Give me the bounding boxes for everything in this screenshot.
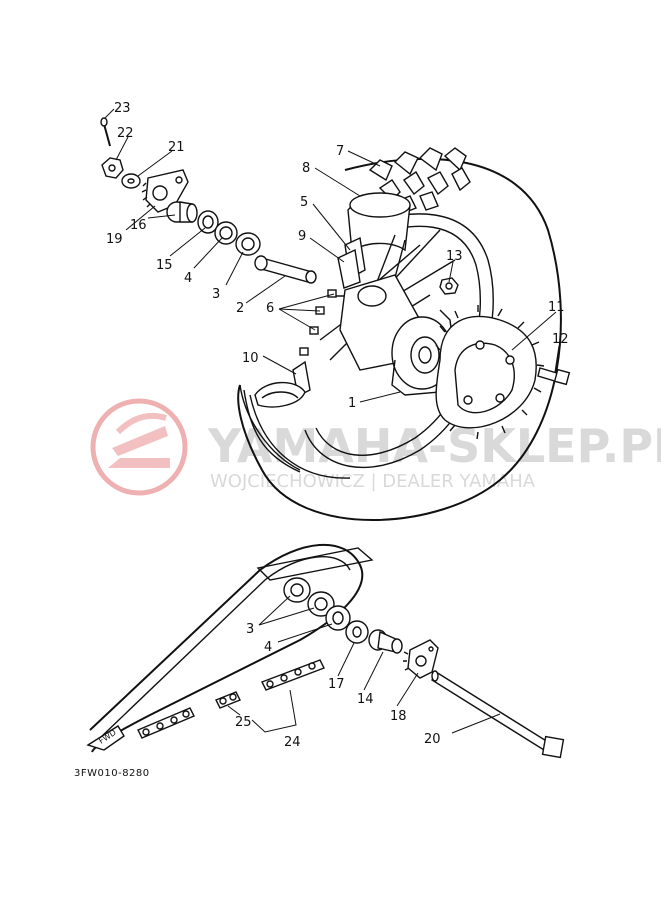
callout-25: 25: [235, 715, 252, 730]
tube: [337, 236, 366, 289]
watermark-subtitle: WOJCIECHOWICZ | DEALER YAMAHA: [210, 471, 536, 492]
watermark: YAMAHA-SKLEP.PL WOJCIECHOWICZ | DEALER Y…: [90, 398, 661, 496]
callout-10: 10: [242, 351, 259, 366]
watermark-logo-icon: [90, 398, 188, 496]
callout-13: 13: [446, 249, 463, 264]
bearing-3-lower: [283, 577, 335, 617]
callout-22: 22: [117, 126, 134, 141]
rim-lock: [254, 360, 311, 408]
spacer-2: [254, 255, 317, 284]
callout-1: 1: [348, 396, 356, 411]
callout-18: 18: [390, 709, 407, 724]
circlip-4: [214, 221, 238, 245]
drive-chain-links: [137, 659, 325, 739]
callout-20: 20: [424, 732, 441, 747]
callout-6: 6: [266, 301, 274, 316]
callout-labels: 23 22 21 19 16 15 4 3 2 6 7 8 5 9 10 1 1…: [106, 101, 569, 750]
oil-seal-15: [197, 210, 219, 234]
callout-16: 16: [130, 218, 147, 233]
hub: [339, 274, 456, 396]
callout-4-lower: 4: [264, 640, 272, 655]
master-link-25: [215, 691, 241, 709]
callout-12: 12: [552, 332, 569, 347]
circlip-4-lower: [325, 605, 351, 631]
callout-15: 15: [156, 258, 173, 273]
sprocket-bolt: [537, 367, 571, 386]
chain-outline: [89, 544, 374, 753]
rear-sprocket: [435, 305, 545, 440]
callout-5: 5: [300, 195, 308, 210]
callout-9: 9: [298, 229, 306, 244]
callout-21: 21: [168, 140, 185, 155]
diagram-code: 3FW010-8280: [74, 768, 150, 779]
spoke-nipples: [299, 289, 337, 356]
bearing-3: [235, 232, 261, 256]
callout-7: 7: [336, 144, 344, 159]
collar-16: [166, 201, 198, 223]
callout-3-lower: 3: [246, 622, 254, 637]
leader-lines: [104, 108, 560, 734]
callout-24: 24: [284, 735, 301, 750]
callout-4-upper: 4: [184, 271, 192, 286]
watermark-brand: YAMAHA-SKLEP.PL: [207, 419, 661, 473]
fwd-arrow-icon: FWD: [86, 725, 125, 751]
rim-tape: [347, 192, 411, 254]
axle-20: [431, 670, 565, 759]
callout-14: 14: [357, 692, 374, 707]
callout-19: 19: [106, 232, 123, 247]
chain-puller-right-18: [403, 639, 439, 679]
collar-14: [368, 629, 403, 654]
tire-tread: [368, 147, 471, 213]
callout-8: 8: [302, 161, 310, 176]
callout-3-upper: 3: [212, 287, 220, 302]
washer-21: [121, 173, 141, 189]
washer-17: [345, 620, 369, 644]
callout-17: 17: [328, 677, 345, 692]
cotter-pin: [100, 117, 111, 147]
callout-23: 23: [114, 101, 131, 116]
axle-nut: [101, 157, 124, 179]
callout-11: 11: [548, 300, 565, 315]
callout-2: 2: [236, 301, 244, 316]
sprocket-nut: [439, 277, 459, 295]
